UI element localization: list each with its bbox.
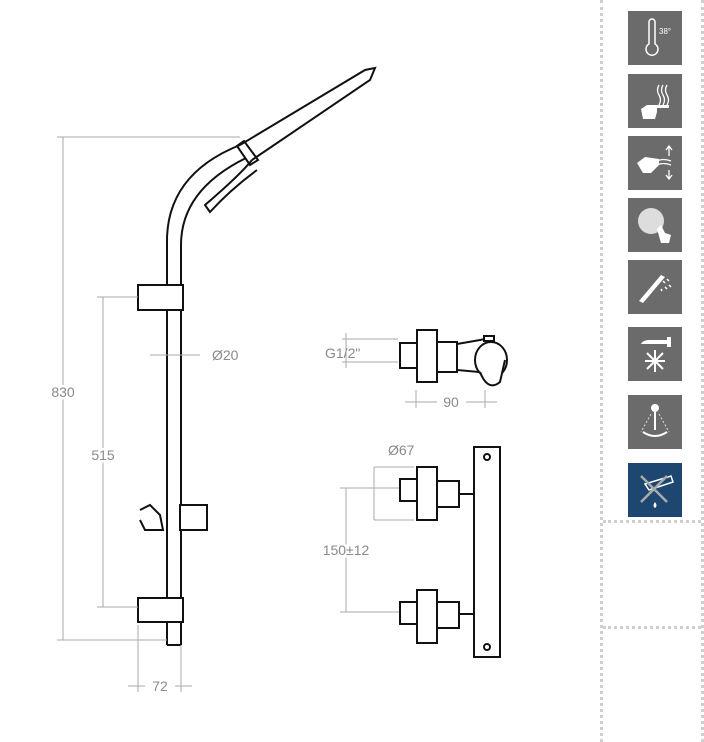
sidebar-divider — [603, 520, 701, 523]
feature-hot-water[interactable] — [628, 74, 682, 128]
no-drip-icon — [640, 475, 674, 508]
dimension-labels: 830 515 Ø20 72 G1/2" 90 Ø67 150±12 — [49, 345, 459, 694]
anti-scald-icon — [640, 404, 670, 437]
thermostat-front-view — [399, 446, 501, 658]
easy-clean-nozzles-icon — [638, 208, 671, 243]
dim-inlet-spacing: 150±12 — [323, 542, 370, 558]
technical-drawing: 830 515 Ø20 72 G1/2" 90 Ø67 150±12 — [49, 66, 508, 694]
dimension-lines — [57, 136, 497, 692]
hot-water-hand-icon — [641, 84, 670, 119]
dim-515: 515 — [91, 447, 115, 463]
dim-thread: G1/2" — [325, 345, 360, 361]
dim-830: 830 — [51, 384, 75, 400]
feature-cold-touch[interactable] — [628, 327, 682, 381]
sidebar-divider — [603, 626, 701, 629]
feature-anti-scald[interactable] — [628, 395, 682, 449]
feature-thermostatic[interactable]: 38° — [628, 11, 682, 65]
dim-rail-diameter: Ø20 — [212, 347, 239, 363]
feature-no-drip[interactable] — [628, 463, 682, 517]
dim-90: 90 — [443, 394, 459, 410]
thermometer-icon: 38° — [645, 18, 671, 56]
valve-side-view — [399, 329, 508, 387]
feature-flow-adjust[interactable] — [628, 136, 682, 190]
thermometer-label: 38° — [659, 27, 671, 36]
dim-72: 72 — [152, 678, 168, 694]
feature-hand-shower[interactable] — [628, 260, 682, 314]
feature-sidebar: 38° — [600, 0, 704, 742]
flow-adjust-icon — [637, 144, 673, 181]
hand-shower-spray-icon — [639, 275, 672, 303]
cold-touch-icon — [641, 337, 671, 372]
dim-rosette: Ø67 — [388, 442, 415, 458]
feature-easy-clean[interactable] — [628, 198, 682, 252]
